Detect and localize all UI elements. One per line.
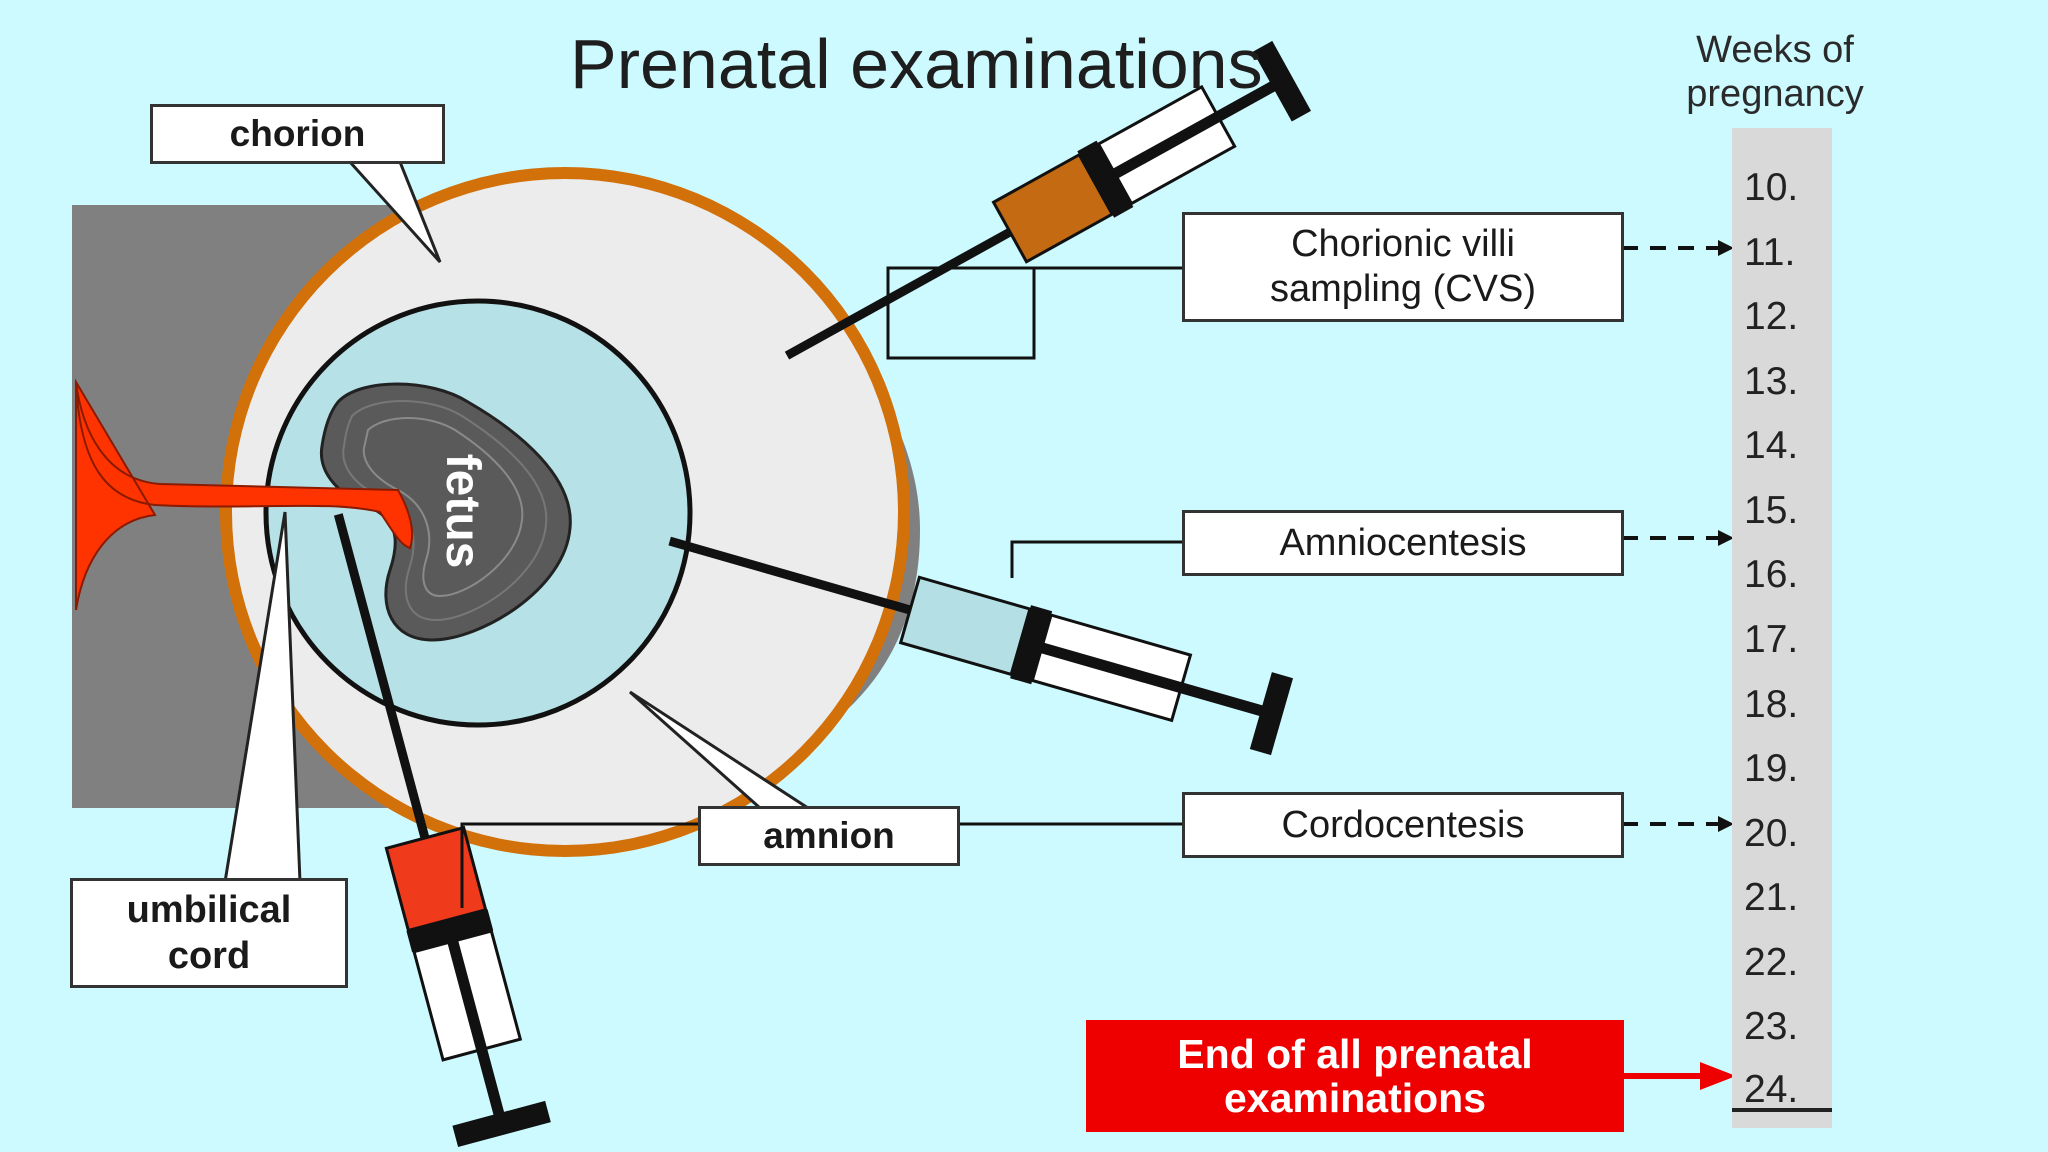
umbilical-cord [75, 378, 414, 611]
chorion-label: chorion [150, 104, 445, 164]
week-label: 14. [1744, 424, 1799, 467]
timeline-arrowheads [1718, 240, 1734, 832]
fetus-label: fetus [436, 453, 489, 569]
weeks-heading: Weeks of pregnancy [1640, 28, 1910, 116]
cvs-label-line1: Chorionic villi [1291, 223, 1515, 265]
week-label: 16. [1744, 553, 1799, 596]
week-label: 13. [1744, 360, 1799, 403]
umbilical-cord-label: umbilical cord [70, 878, 348, 988]
cvs-syringe [784, 40, 1312, 360]
week-label: 18. [1744, 683, 1799, 726]
end-label-line1: End of all prenatal [1177, 1031, 1533, 1077]
amniocentesis-syringe [668, 536, 1294, 756]
weeks-heading-line2: pregnancy [1686, 73, 1864, 115]
end-of-examinations-box: End of all prenatal examinations [1086, 1020, 1624, 1132]
end-arrow [1624, 1062, 1736, 1090]
cordocentesis-label: Cordocentesis [1182, 792, 1624, 858]
amnion-label: amnion [698, 806, 960, 866]
weeks-timeline-bar [1732, 128, 1832, 1128]
week-label: 24. [1744, 1068, 1799, 1111]
week-label: 19. [1744, 747, 1799, 790]
week-label: 22. [1744, 941, 1799, 984]
week-label: 10. [1744, 166, 1799, 209]
cvs-label: Chorionic villi sampling (CVS) [1182, 212, 1624, 322]
weeks-heading-line1: Weeks of [1696, 29, 1854, 71]
fetus-shape [319, 382, 572, 642]
cvs-label-line2: sampling (CVS) [1269, 268, 1537, 310]
cordocentesis-syringe [333, 513, 551, 1147]
week-label: 17. [1744, 618, 1799, 661]
umbilical-cord-label-line1: umbilical [126, 889, 292, 931]
week-label: 23. [1744, 1005, 1799, 1048]
week-label: 12. [1744, 295, 1799, 338]
week-label: 20. [1744, 812, 1799, 855]
timeline-arrows [1622, 246, 1718, 826]
week-label: 11. [1744, 231, 1796, 274]
page-title: Prenatal examinations [570, 25, 1263, 103]
end-label-line2: examinations [1223, 1075, 1487, 1121]
amniocentesis-label: Amniocentesis [1182, 510, 1624, 576]
umbilical-cord-label-line2: cord [167, 935, 251, 977]
week-label: 15. [1744, 489, 1799, 532]
week-label: 21. [1744, 876, 1799, 919]
